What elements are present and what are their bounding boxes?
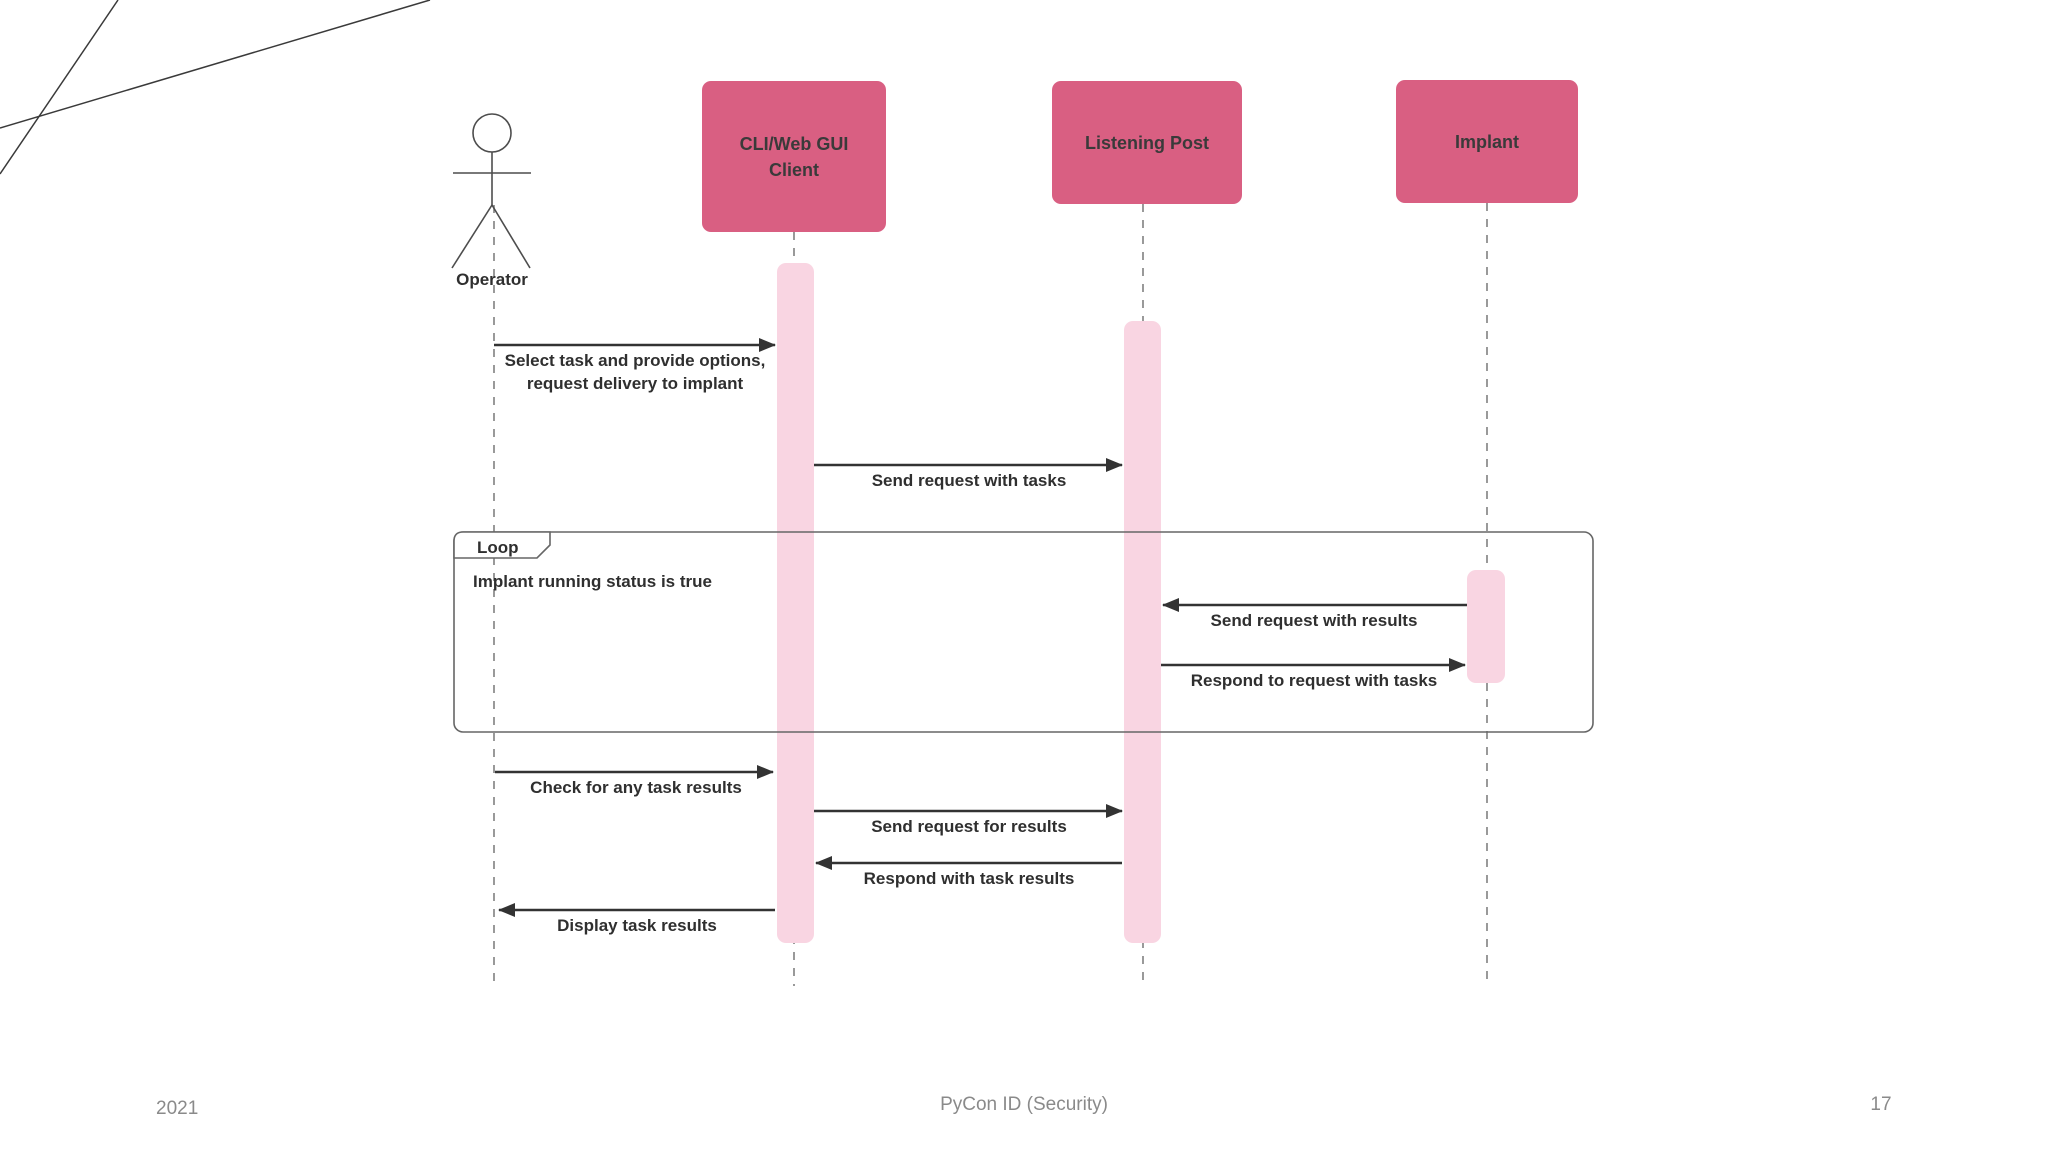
activation-listening-post bbox=[1124, 321, 1161, 943]
activation-bars bbox=[777, 263, 1505, 943]
message-respond-with-tasks-label: Respond to request with tasks bbox=[1191, 671, 1438, 690]
participant-listening-post-box bbox=[1052, 81, 1242, 204]
participants: CLI/Web GUI Client Listening Post Implan… bbox=[702, 80, 1578, 232]
message-send-request-for-results-label: Send request for results bbox=[871, 817, 1067, 836]
activation-client bbox=[777, 263, 814, 943]
message-send-request-tasks: Send request with tasks bbox=[814, 458, 1123, 490]
message-respond-task-results: Respond with task results bbox=[815, 856, 1122, 888]
message-send-request-results-loop-label: Send request with results bbox=[1211, 611, 1418, 630]
actor-operator bbox=[451, 113, 531, 269]
participant-client-box bbox=[702, 81, 886, 232]
participant-client-label-line1: CLI/Web GUI bbox=[740, 134, 849, 154]
message-select-task: Select task and provide options, request… bbox=[494, 338, 776, 393]
footer-year: 2021 bbox=[156, 1098, 198, 1119]
activation-implant bbox=[1467, 570, 1505, 683]
message-check-task-results-label: Check for any task results bbox=[530, 778, 742, 797]
participant-listening-post-label: Listening Post bbox=[1085, 133, 1209, 153]
footer-page-number: 17 bbox=[1870, 1094, 1891, 1115]
participant-client-label-line2: Client bbox=[769, 160, 819, 180]
loop-frame bbox=[453, 531, 1594, 733]
loop-fragment: Loop Implant running status is true bbox=[453, 531, 1594, 733]
decor-line-steep bbox=[0, 0, 119, 175]
message-send-request-results-loop: Send request with results bbox=[1162, 598, 1467, 630]
slide-footer: 2021 PyCon ID (Security) 17 bbox=[156, 1094, 1892, 1119]
message-check-task-results: Check for any task results bbox=[495, 765, 774, 797]
footer-event: PyCon ID (Security) bbox=[940, 1094, 1108, 1115]
actor-head bbox=[472, 113, 512, 153]
message-send-request-tasks-label: Send request with tasks bbox=[872, 471, 1067, 490]
loop-condition: Implant running status is true bbox=[473, 572, 712, 591]
actor-leg-left bbox=[451, 204, 493, 269]
loop-label: Loop bbox=[477, 538, 519, 557]
participant-listening-post: Listening Post bbox=[1052, 81, 1242, 204]
participant-implant-box bbox=[1396, 80, 1578, 203]
participant-implant-label: Implant bbox=[1455, 132, 1519, 152]
loop-label-tab bbox=[453, 531, 551, 559]
decor-line-shallow bbox=[0, 0, 431, 129]
decorative-lines bbox=[0, 0, 431, 175]
message-respond-task-results-label: Respond with task results bbox=[864, 869, 1075, 888]
message-display-task-results-label: Display task results bbox=[557, 916, 717, 935]
message-display-task-results: Display task results bbox=[498, 903, 775, 935]
actor-leg-right bbox=[491, 204, 531, 269]
message-select-task-label-line1: Select task and provide options, bbox=[505, 351, 766, 370]
participant-client: CLI/Web GUI Client bbox=[702, 81, 886, 232]
actor-operator-label: Operator bbox=[456, 270, 528, 289]
message-respond-with-tasks: Respond to request with tasks bbox=[1161, 658, 1466, 690]
messages: Select task and provide options, request… bbox=[494, 338, 1467, 935]
participant-implant: Implant bbox=[1396, 80, 1578, 203]
message-send-request-for-results: Send request for results bbox=[814, 804, 1123, 836]
message-select-task-label-line2: request delivery to implant bbox=[527, 374, 744, 393]
